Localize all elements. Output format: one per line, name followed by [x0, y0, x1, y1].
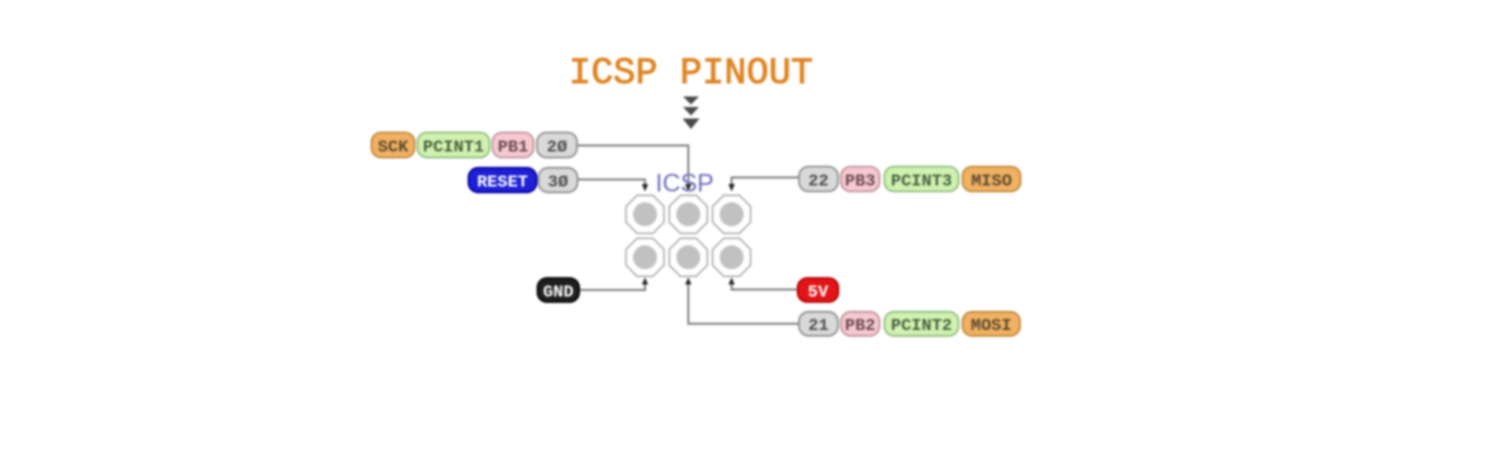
svg-text:2Ø: 2Ø: [547, 138, 567, 157]
svg-text:MISO: MISO: [971, 172, 1012, 191]
svg-text:PB2: PB2: [845, 317, 876, 336]
svg-text:22: 22: [808, 172, 828, 191]
svg-text:ICSP: ICSP: [656, 170, 714, 198]
svg-text:5V: 5V: [808, 283, 829, 302]
svg-text:ICSP PINOUT: ICSP PINOUT: [569, 53, 813, 95]
svg-text:PCINT2: PCINT2: [891, 317, 952, 336]
svg-text:PB1: PB1: [498, 138, 529, 157]
svg-text:SCK: SCK: [378, 138, 409, 157]
svg-text:21: 21: [808, 317, 828, 336]
svg-text:RESET: RESET: [477, 173, 528, 192]
svg-text:GND: GND: [543, 283, 574, 302]
svg-text:MOSI: MOSI: [971, 317, 1012, 336]
svg-text:PCINT3: PCINT3: [891, 172, 952, 191]
svg-text:PB3: PB3: [845, 172, 876, 191]
svg-text:3Ø: 3Ø: [548, 173, 568, 192]
svg-text:PCINT1: PCINT1: [423, 138, 484, 157]
